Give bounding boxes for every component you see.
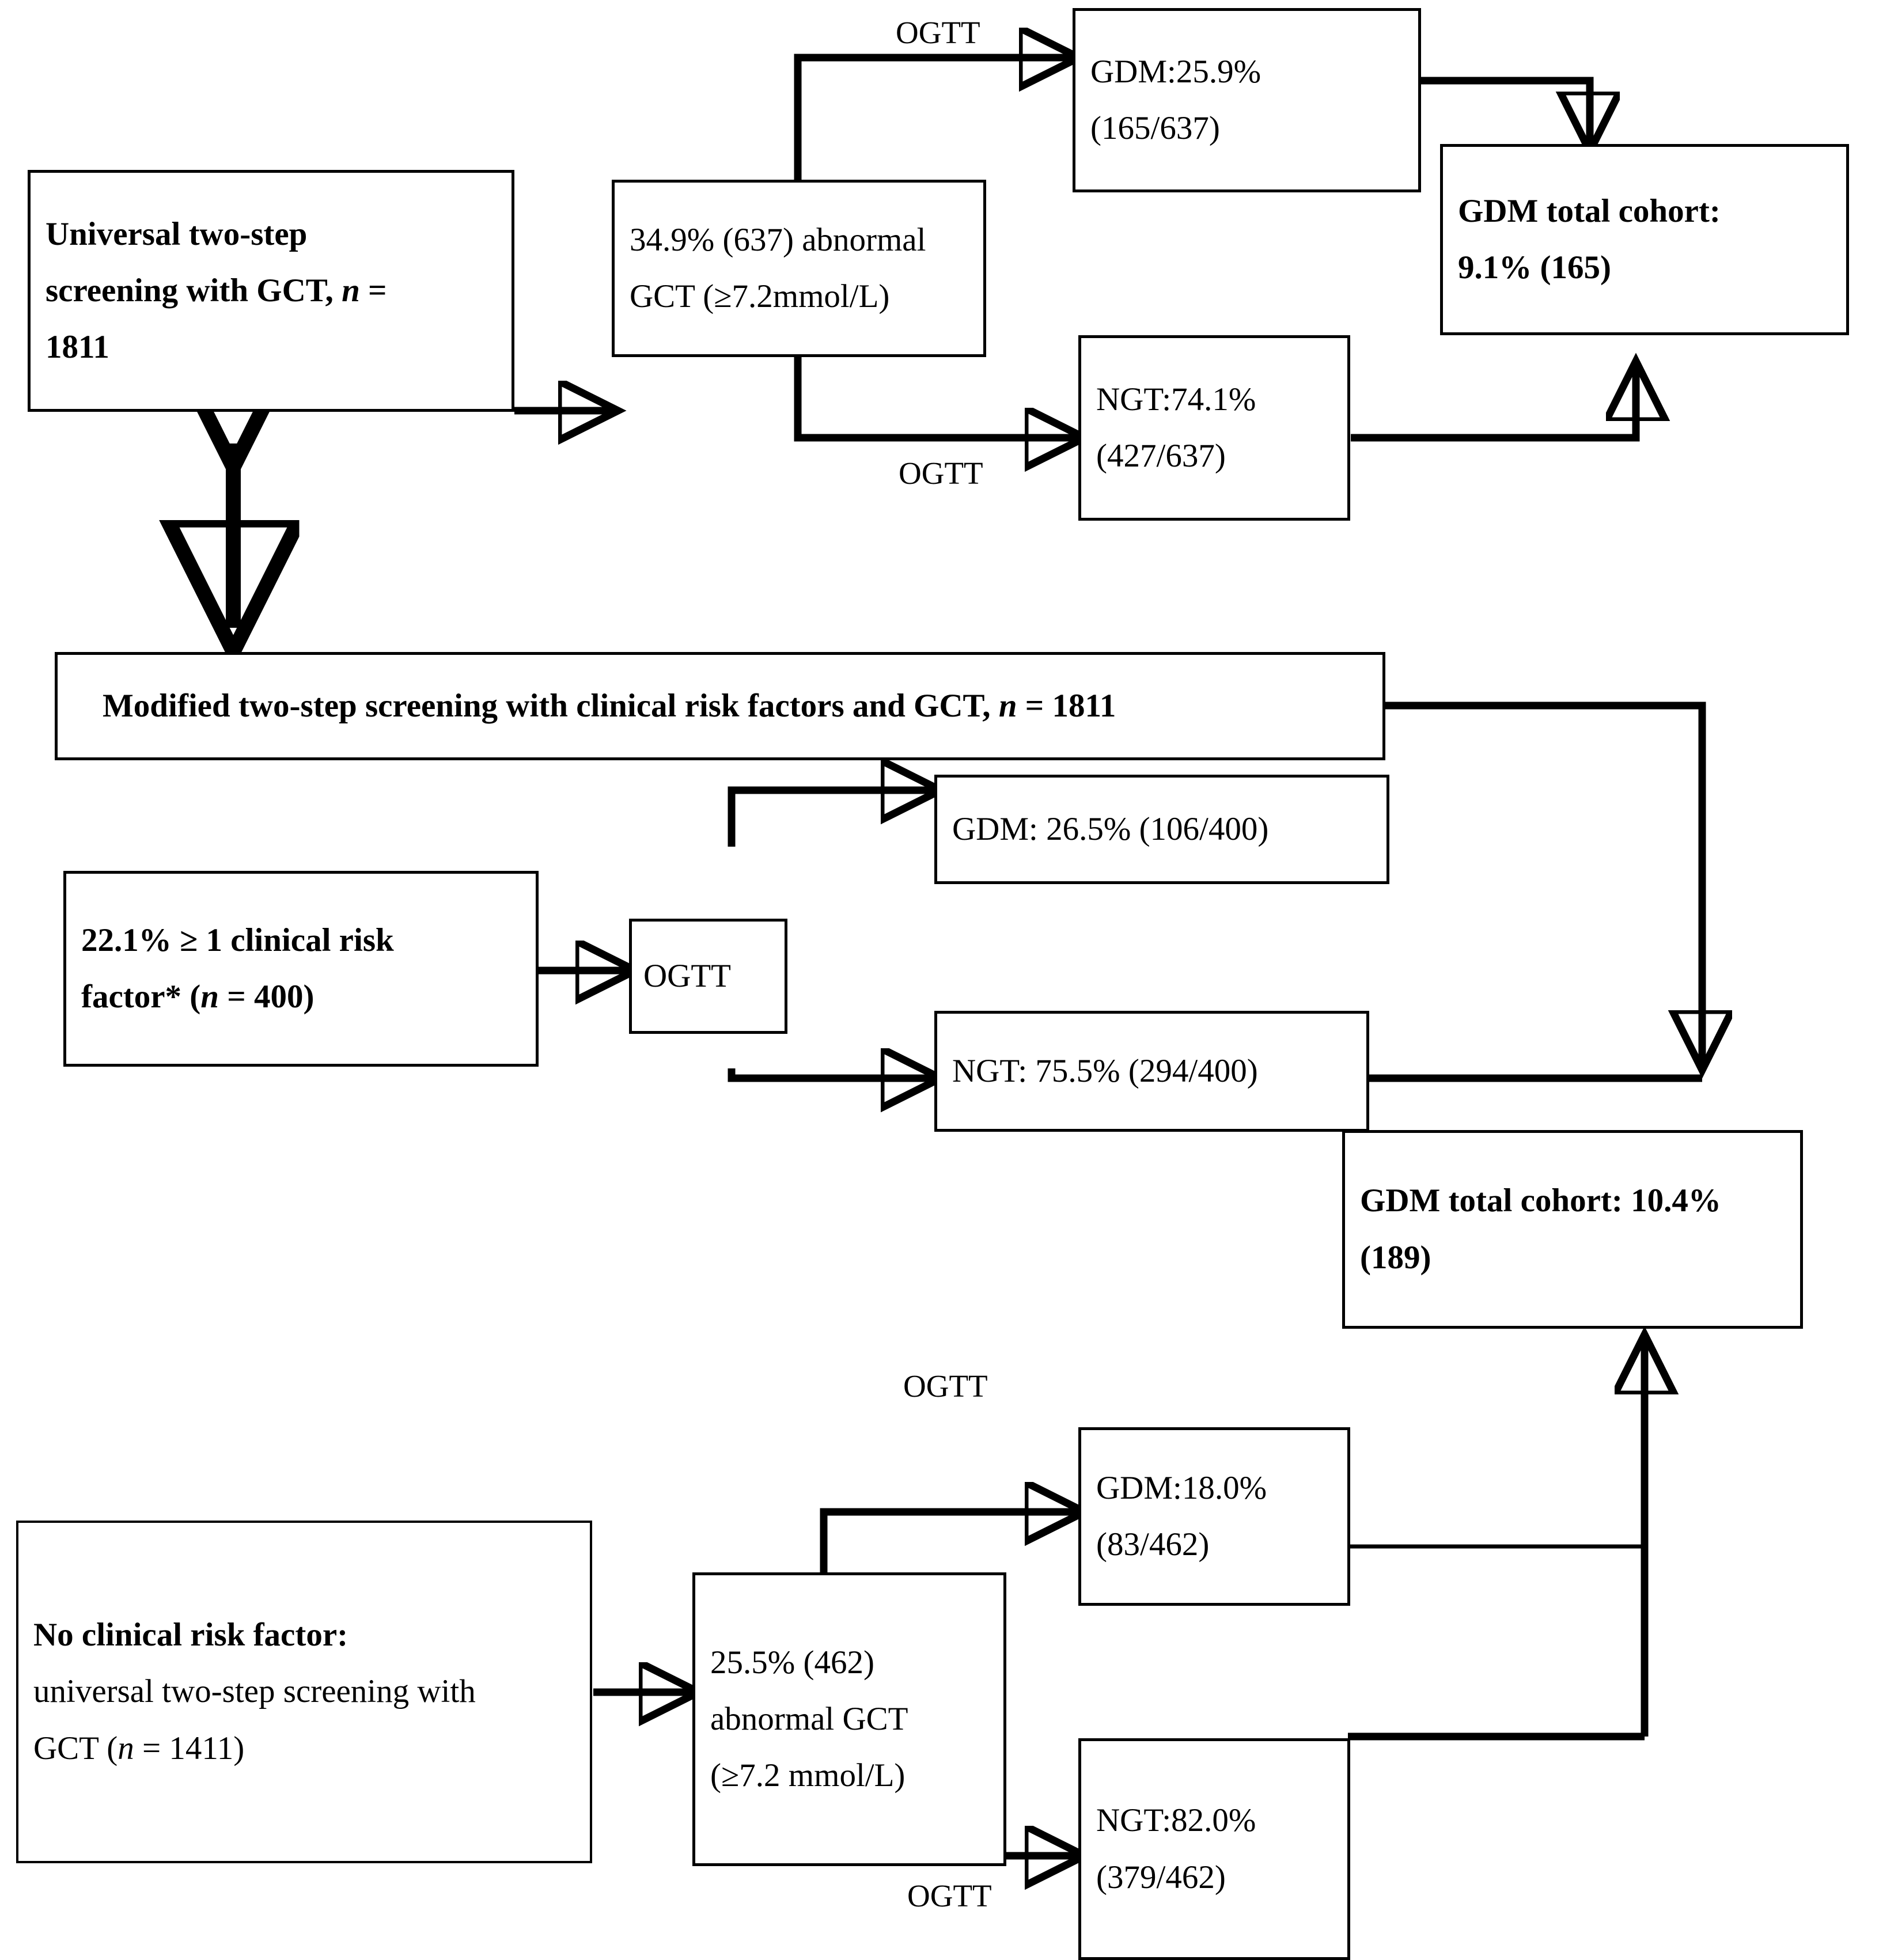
universal-gct-line2: GCT (≥7.2mmol/L) — [630, 278, 890, 314]
modified-gdm-line1: GDM: 26.5% (106/400) — [952, 810, 1269, 847]
wire-gdm-to-total — [1420, 77, 1590, 144]
universal-gdm-line1: GDM:25.9% — [1090, 53, 1261, 90]
norisk-gct-line3: (≥7.2 mmol/L) — [710, 1757, 906, 1794]
universal-root-line2: screening with GCT, n = — [46, 272, 387, 309]
wire-gct-to-gdm — [794, 58, 1071, 180]
node-universal-gdm[interactable]: GDM:25.9% (165/637) — [1073, 8, 1421, 192]
universal-ngt-line1: NGT:74.1% — [1096, 381, 1256, 418]
wire-gct-to-ngt — [794, 357, 1077, 438]
wire-norisk-gct-to-gdm — [820, 1512, 1077, 1572]
modified-ngt-line1: NGT: 75.5% (294/400) — [952, 1052, 1258, 1089]
node-universal-gct[interactable]: 34.9% (637) abnormal GCT (≥7.2mmol/L) — [612, 180, 986, 357]
node-modified-gdm[interactable]: GDM: 26.5% (106/400) — [934, 775, 1389, 884]
universal-root-line1: Universal two-step — [46, 215, 308, 252]
edge-label-ogtt-universal-gdm: OGTT — [896, 15, 980, 50]
edge-label-ogtt-norisk-gdm: OGTT — [903, 1368, 988, 1404]
node-modified-ngt[interactable]: NGT: 75.5% (294/400) — [934, 1011, 1369, 1132]
no-risk-line3: GCT (n = 1411) — [33, 1730, 245, 1766]
edge-label-ogtt-universal-ngt: OGTT — [899, 456, 983, 491]
node-norisk-gct[interactable]: 25.5% (462) abnormal GCT (≥7.2 mmol/L) — [692, 1572, 1006, 1866]
universal-total-line1: GDM total cohort: — [1458, 192, 1721, 229]
edge-label-ogtt-norisk-ngt: OGTT — [907, 1878, 992, 1913]
norisk-gdm-line2: (83/462) — [1096, 1526, 1210, 1563]
wire-ngt-to-total — [1351, 369, 1636, 442]
node-modified-ogtt[interactable]: OGTT — [629, 919, 787, 1034]
node-universal-ngt[interactable]: NGT:74.1% (427/637) — [1078, 335, 1350, 521]
node-norisk-gdm[interactable]: GDM:18.0% (83/462) — [1078, 1427, 1350, 1606]
modified-root-text: Modified two-step screening with clinica… — [103, 687, 1116, 724]
no-risk-line2: universal two-step screening with — [33, 1673, 476, 1710]
node-universal-root[interactable]: Universal two-step screening with GCT, n… — [28, 170, 514, 412]
wire-ogtt-to-ngt — [728, 1068, 933, 1078]
universal-ngt-line2: (427/637) — [1096, 438, 1226, 474]
norisk-ngt-line2: (379/462) — [1096, 1859, 1226, 1895]
modified-total-line1: GDM total cohort: 10.4% — [1360, 1182, 1721, 1219]
node-risk-factor[interactable]: 22.1% ≥ 1 clinical risk factor* (n = 400… — [63, 871, 539, 1067]
universal-gdm-line2: (165/637) — [1090, 110, 1220, 146]
universal-gct-line1: 34.9% (637) abnormal — [630, 221, 926, 258]
wire-modified-root-down — [1385, 702, 1702, 1063]
node-modified-total[interactable]: GDM total cohort: 10.4% (189) — [1342, 1130, 1803, 1329]
universal-total-line2: 9.1% (165) — [1458, 249, 1611, 286]
node-no-risk-factor[interactable]: No clinical risk factor: universal two-s… — [16, 1521, 592, 1863]
risk-factor-line2: factor* (n = 400) — [81, 979, 315, 1015]
universal-root-line3: 1811 — [46, 329, 109, 366]
node-universal-total[interactable]: GDM total cohort: 9.1% (165) — [1440, 144, 1849, 335]
norisk-gct-line1: 25.5% (462) — [710, 1644, 874, 1681]
wire-ogtt-to-gdm — [728, 790, 933, 847]
norisk-gdm-line1: GDM:18.0% — [1096, 1469, 1267, 1506]
norisk-gct-line2: abnormal GCT — [710, 1700, 908, 1737]
modified-ogtt-label: OGTT — [643, 957, 731, 994]
risk-factor-line1: 22.1% ≥ 1 clinical risk — [81, 922, 394, 958]
node-norisk-ngt[interactable]: NGT:82.0% (379/462) — [1078, 1738, 1350, 1960]
no-risk-line1: No clinical risk factor: — [33, 1617, 348, 1654]
norisk-ngt-line1: NGT:82.0% — [1096, 1802, 1256, 1839]
modified-total-line2: (189) — [1360, 1239, 1431, 1276]
node-modified-root[interactable]: Modified two-step screening with clinica… — [55, 652, 1385, 760]
